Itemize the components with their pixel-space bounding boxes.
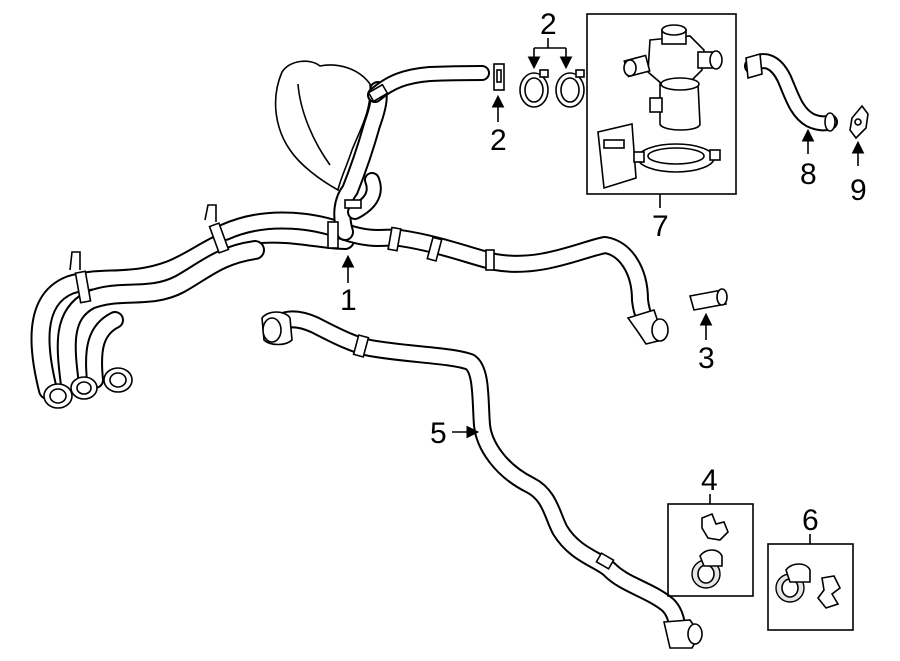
callout-2-top: 2 [540, 8, 557, 41]
leader-lines [341, 38, 865, 544]
part-8-short-hose[interactable] [744, 52, 838, 132]
part-7-water-pump-kit[interactable] [586, 13, 737, 195]
callout-2-bottom: 2 [490, 124, 507, 157]
part-2-clip-small[interactable] [493, 63, 505, 91]
part-5-coolant-hose[interactable] [261, 310, 703, 649]
part-1-heater-hose-assembly[interactable] [30, 60, 669, 409]
part-6-grommet-clip-kit[interactable] [767, 543, 854, 631]
callout-7: 7 [652, 210, 669, 243]
callout-1: 1 [340, 284, 357, 317]
part-2-hose-clamp-right[interactable] [555, 69, 585, 108]
part-9-clip[interactable] [849, 104, 869, 140]
callout-6: 6 [802, 504, 819, 537]
callout-8: 8 [800, 158, 817, 191]
callout-9: 9 [850, 174, 867, 207]
part-2-hose-clamp-left[interactable] [519, 69, 549, 108]
callout-3: 3 [698, 342, 715, 375]
part-3-connector[interactable] [688, 288, 728, 311]
part-4-clip-grommet-kit[interactable] [667, 503, 754, 597]
callout-5: 5 [430, 417, 447, 450]
callout-4: 4 [701, 464, 718, 497]
